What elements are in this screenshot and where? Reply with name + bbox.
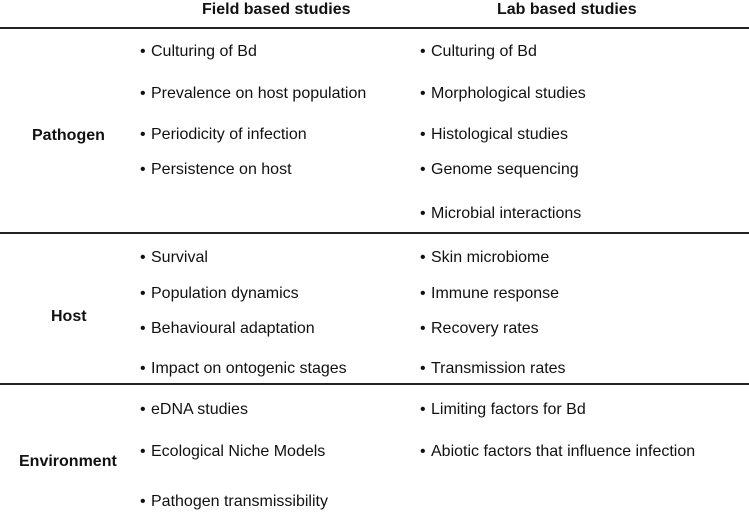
bullet-icon: • bbox=[420, 401, 426, 418]
bullet-icon: • bbox=[420, 249, 426, 266]
list-item-text: Persistence on host bbox=[151, 161, 292, 178]
list-item: • Periodicity of infection bbox=[140, 125, 307, 145]
list-item-text: Microbial interactions bbox=[431, 205, 582, 222]
column-header-lab: Lab based studies bbox=[497, 1, 637, 18]
bullet-icon: • bbox=[420, 285, 426, 302]
bullet-icon: • bbox=[420, 85, 426, 102]
list-item: • Culturing of Bd bbox=[140, 42, 257, 62]
list-item-text: Skin microbiome bbox=[431, 249, 550, 266]
list-item: • Abiotic factors that influence infectio… bbox=[420, 442, 695, 462]
bullet-icon: • bbox=[420, 161, 426, 178]
bullet-icon: • bbox=[420, 126, 426, 143]
bullet-icon: • bbox=[420, 43, 426, 60]
list-item-text: Ecological Niche Models bbox=[151, 443, 326, 460]
bullet-icon: • bbox=[140, 360, 146, 377]
list-item: • Recovery rates bbox=[420, 319, 539, 339]
list-item: • Histological studies bbox=[420, 125, 568, 145]
list-item-text: Periodicity of infection bbox=[151, 126, 307, 143]
list-item-text: Culturing of Bd bbox=[431, 43, 537, 60]
list-item: • Genome sequencing bbox=[420, 160, 579, 180]
row-label-environment: Environment bbox=[19, 453, 117, 470]
list-item: • Prevalence on host population bbox=[140, 84, 366, 104]
bullet-icon: • bbox=[140, 43, 146, 60]
bullet-icon: • bbox=[420, 205, 426, 222]
list-item: • Pathogen transmissibility bbox=[140, 492, 328, 512]
list-item: • Immune response bbox=[420, 284, 559, 304]
bullet-icon: • bbox=[140, 85, 146, 102]
list-item: • eDNA studies bbox=[140, 400, 248, 420]
list-item: • Transmission rates bbox=[420, 359, 566, 379]
row-label-host: Host bbox=[51, 308, 87, 325]
list-item-text: eDNA studies bbox=[151, 401, 248, 418]
list-item-text: Genome sequencing bbox=[431, 161, 579, 178]
list-item: • Ecological Niche Models bbox=[140, 442, 325, 462]
bullet-icon: • bbox=[140, 493, 146, 510]
bullet-icon: • bbox=[420, 360, 426, 377]
list-item-text: Limiting factors for Bd bbox=[431, 401, 586, 418]
list-item: • Population dynamics bbox=[140, 284, 299, 304]
bullet-icon: • bbox=[140, 320, 146, 337]
bullet-icon: • bbox=[140, 126, 146, 143]
list-item-text: Population dynamics bbox=[151, 285, 299, 302]
list-item-text: Impact on ontogenic stages bbox=[151, 360, 347, 377]
list-item-text: Prevalence on host population bbox=[151, 85, 367, 102]
list-item: • Morphological studies bbox=[420, 84, 586, 104]
bullet-icon: • bbox=[140, 161, 146, 178]
bullet-icon: • bbox=[420, 443, 426, 460]
list-item-text: Behavioural adaptation bbox=[151, 320, 315, 337]
bullet-icon: • bbox=[140, 443, 146, 460]
list-item: • Microbial interactions bbox=[420, 204, 581, 224]
list-item-text: Transmission rates bbox=[431, 360, 566, 377]
bullet-icon: • bbox=[140, 249, 146, 266]
list-item: • Limiting factors for Bd bbox=[420, 400, 586, 420]
list-item-text: Recovery rates bbox=[431, 320, 539, 337]
list-item-text: Abiotic factors that influence infection bbox=[431, 443, 696, 460]
divider-top bbox=[0, 27, 749, 29]
list-item: • Persistence on host bbox=[140, 160, 292, 180]
list-item: • Behavioural adaptation bbox=[140, 319, 315, 339]
row-label-pathogen: Pathogen bbox=[32, 127, 105, 144]
list-item: • Skin microbiome bbox=[420, 248, 549, 268]
list-item-text: Survival bbox=[151, 249, 208, 266]
list-item: • Impact on ontogenic stages bbox=[140, 359, 347, 379]
column-header-field: Field based studies bbox=[202, 1, 351, 18]
bullet-icon: • bbox=[420, 320, 426, 337]
divider-host-environment bbox=[0, 383, 749, 385]
list-item: • Culturing of Bd bbox=[420, 42, 537, 62]
list-item-text: Immune response bbox=[431, 285, 560, 302]
list-item-text: Culturing of Bd bbox=[151, 43, 257, 60]
bullet-icon: • bbox=[140, 285, 146, 302]
list-item-text: Morphological studies bbox=[431, 85, 586, 102]
divider-pathogen-host bbox=[0, 232, 749, 234]
list-item-text: Pathogen transmissibility bbox=[151, 493, 328, 510]
bullet-icon: • bbox=[140, 401, 146, 418]
list-item: • Survival bbox=[140, 248, 208, 268]
list-item-text: Histological studies bbox=[431, 126, 568, 143]
